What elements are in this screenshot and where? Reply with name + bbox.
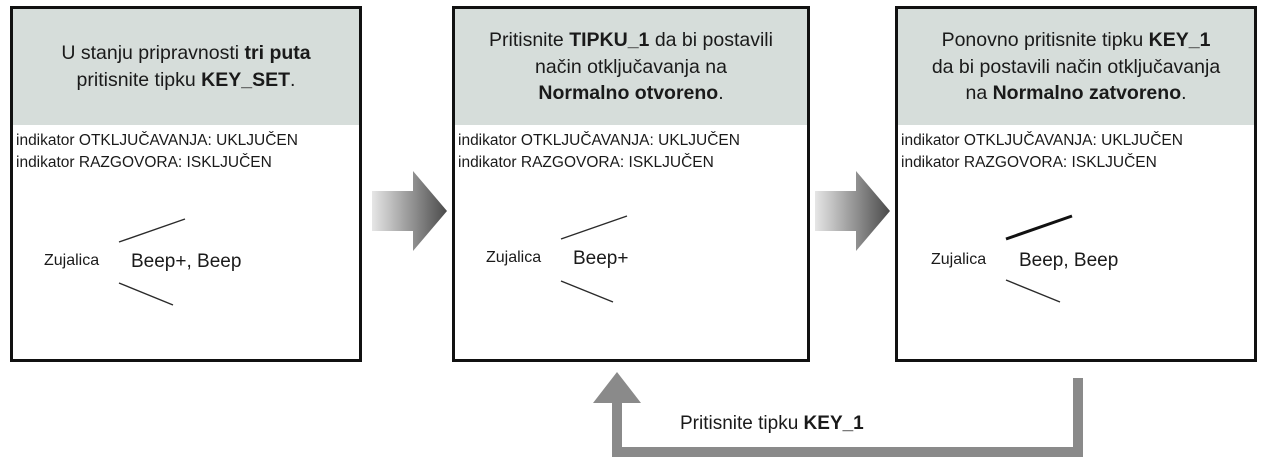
- indicator-talk-text: indikator RAZGOVORA: ISKLJUČEN: [16, 154, 272, 171]
- beep-pattern: Beep+: [573, 248, 629, 269]
- instruction-text: da bi postavili način otključavanja: [931, 55, 1221, 78]
- instruction-line: pritisnite tipku KEY_SET.: [15, 67, 357, 94]
- loop-label-key: KEY_1: [803, 413, 864, 434]
- instruction-text: U stanju pripravnosti: [61, 42, 245, 65]
- instruction-line: da bi postavili način otključavanja: [900, 54, 1252, 81]
- flow-arrow-2-to-3: [815, 171, 890, 251]
- instruction-text: da bi postavili: [649, 29, 773, 52]
- flow-arrow-1-to-2: [372, 171, 447, 251]
- beep-pattern: Beep, Beep: [1019, 250, 1119, 271]
- indicator-status: indikator OTKLJUČAVANJA: UKLJUČEN indika…: [13, 125, 359, 174]
- indicator-unlock-text: indikator OTKLJUČAVANJA: UKLJUČEN: [458, 132, 740, 149]
- instruction-text: način otključavanja na: [535, 55, 727, 78]
- buzzer-label: Zujalica: [486, 249, 542, 266]
- instruction-line: način otključavanja na: [457, 54, 805, 81]
- instruction-line: Ponovno pritisnite tipku KEY_1: [900, 27, 1252, 54]
- instruction-text: pritisnite tipku: [76, 69, 202, 91]
- indicator-unlock-text: indikator OTKLJUČAVANJA: UKLJUČEN: [16, 132, 298, 149]
- instruction-text: .: [718, 82, 724, 105]
- instruction-text: Ponovno pritisnite tipku: [941, 29, 1149, 52]
- buzzer-label: Zujalica: [931, 251, 987, 268]
- instruction-emphasis: tri puta: [244, 42, 311, 65]
- indicator-status: indikator OTKLJUČAVANJA: UKLJUČEN indika…: [455, 125, 807, 174]
- indicator-talk-text: indikator RAZGOVORA: ISKLJUČEN: [901, 154, 1157, 171]
- indicator-talk-text: indikator RAZGOVORA: ISKLJUČEN: [458, 154, 714, 171]
- instruction-text: .: [290, 69, 296, 91]
- buzzer-label: Zujalica: [44, 252, 100, 269]
- instruction-text: na: [965, 82, 993, 105]
- instruction-emphasis: Normalno zatvoreno: [992, 82, 1182, 105]
- instruction-emphasis: Normalno otvoreno: [538, 82, 719, 105]
- instruction-line: U stanju pripravnosti tri puta: [15, 40, 357, 67]
- indicator-status: indikator OTKLJUČAVANJA: UKLJUČEN indika…: [898, 125, 1254, 174]
- instruction-emphasis: TIPKU_1: [569, 29, 650, 52]
- loop-label: Pritisnite tipku KEY_1: [680, 413, 864, 435]
- instruction-line: Pritisnite TIPKU_1 da bi postavili: [457, 27, 805, 54]
- instruction-line: Normalno otvoreno.: [457, 80, 805, 107]
- instruction-emphasis: KEY_1: [1148, 29, 1211, 52]
- instruction-emphasis: KEY_SET: [201, 69, 291, 91]
- loop-label-plain: Pritisnite tipku: [680, 413, 804, 434]
- beep-pattern: Beep+, Beep: [131, 251, 242, 272]
- instruction-line: na Normalno zatvoreno.: [900, 80, 1252, 107]
- instruction-text: .: [1181, 82, 1187, 105]
- instruction-text: Pritisnite: [489, 29, 570, 52]
- loop-back-arrow: [593, 372, 1083, 457]
- indicator-unlock-text: indikator OTKLJUČAVANJA: UKLJUČEN: [901, 132, 1183, 149]
